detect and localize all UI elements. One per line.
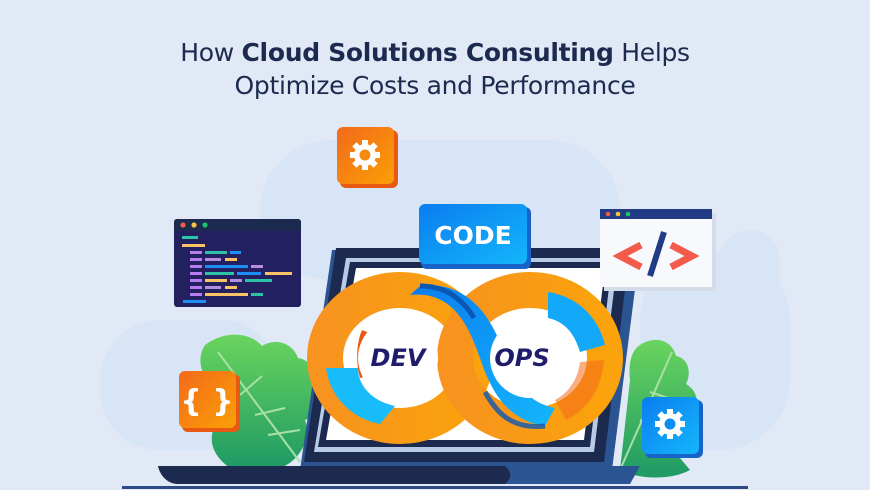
title-line-2: Optimize Costs and Performance	[234, 71, 636, 100]
leaf-plant-left	[200, 334, 318, 468]
logo-text-dev: DEV	[371, 344, 428, 372]
title-bold-brand: Cloud Solutions Consulting	[241, 38, 614, 67]
devops-infinity-logo: DEV OPS	[307, 272, 623, 444]
title-line-1: How Cloud Solutions Consulting Helps	[180, 38, 690, 67]
code-lines	[182, 236, 292, 303]
gear-icon	[655, 409, 685, 439]
code-badge-label: CODE	[434, 221, 511, 250]
logo-text-ops: OPS	[494, 344, 549, 372]
code-tag-icon	[612, 231, 700, 277]
braces-icon: { }	[180, 384, 233, 419]
gear-badge-orange	[337, 127, 398, 188]
braces-badge: { }	[179, 371, 240, 432]
html-tag-window	[600, 209, 716, 291]
laptop-base	[158, 466, 612, 484]
code-badge: CODE	[419, 204, 531, 269]
code-editor-window	[174, 219, 301, 307]
gear-icon	[350, 140, 380, 170]
page-title: How Cloud Solutions Consulting Helps Opt…	[0, 36, 870, 102]
ground-line	[122, 486, 748, 489]
gear-badge-blue	[642, 397, 703, 458]
